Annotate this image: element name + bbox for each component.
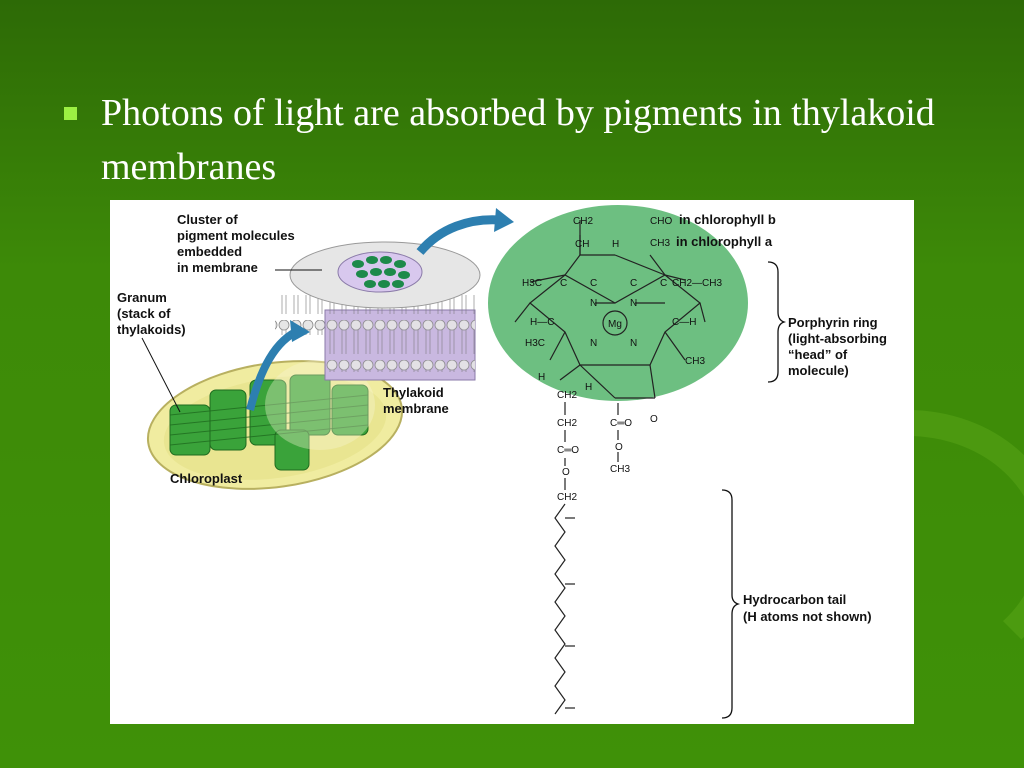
svg-text:O: O bbox=[650, 414, 658, 425]
granum-label: Granum (stack of thylakoids) bbox=[117, 290, 186, 337]
hydrocarbon-tail-bonds bbox=[554, 402, 619, 715]
svg-text:H: H bbox=[585, 382, 592, 393]
thylakoid-membrane-label: Thylakoid membrane bbox=[383, 385, 449, 416]
svg-text:O: O bbox=[615, 442, 623, 453]
chloroplast-illustration bbox=[146, 360, 404, 490]
svg-text:H3C: H3C bbox=[525, 338, 545, 349]
svg-text:CH2—CH3: CH2—CH3 bbox=[672, 278, 722, 289]
svg-text:N: N bbox=[590, 298, 597, 309]
svg-text:C—H: C—H bbox=[672, 317, 696, 328]
svg-text:CH2: CH2 bbox=[557, 390, 577, 401]
zoom-arrow-upper-head bbox=[494, 208, 514, 232]
svg-text:N: N bbox=[630, 338, 637, 349]
zoom-arrow-upper bbox=[416, 215, 501, 255]
magnesium-atom bbox=[602, 310, 628, 336]
svg-text:C═O: C═O bbox=[557, 445, 579, 456]
chlorophyll-a-label: in chlorophyll a bbox=[676, 234, 773, 249]
porphyrin-ring-bonds bbox=[514, 220, 706, 399]
svg-text:CH2: CH2 bbox=[557, 492, 577, 503]
svg-text:C: C bbox=[660, 278, 667, 289]
svg-text:H: H bbox=[538, 372, 545, 383]
zoom-arrow-lower-head bbox=[290, 320, 310, 342]
thylakoid-membrane-block bbox=[275, 241, 481, 381]
porphyrin-ring-label: Porphyrin ring (light-absorbing “head” o… bbox=[788, 315, 891, 378]
chlorophyll-diagram: Cluster of pigment molecules embedded in… bbox=[110, 200, 914, 724]
svg-text:C: C bbox=[560, 278, 567, 289]
side-chain-labels: CH2 CH2 C═O O CH2 C═O O CH3 O bbox=[557, 390, 658, 503]
svg-text:H—C: H—C bbox=[530, 317, 554, 328]
svg-text:H3C: H3C bbox=[522, 278, 542, 289]
svg-text:N: N bbox=[590, 338, 597, 349]
svg-text:C: C bbox=[630, 278, 637, 289]
tail-bracket bbox=[721, 489, 741, 719]
diagram-svg: Cluster of pigment molecules embedded in… bbox=[117, 205, 891, 719]
svg-text:CH3: CH3 bbox=[610, 464, 630, 475]
ch3-group: CH3 bbox=[650, 238, 670, 249]
svg-text:C═O: C═O bbox=[610, 418, 632, 429]
svg-text:CH2: CH2 bbox=[573, 216, 593, 227]
svg-text:CH2: CH2 bbox=[557, 418, 577, 429]
cluster-label: Cluster of pigment molecules embedded in… bbox=[177, 212, 298, 275]
svg-text:H: H bbox=[612, 239, 619, 250]
svg-text:N: N bbox=[630, 298, 637, 309]
hydrocarbon-tail-label: Hydrocarbon tail (H atoms not shown) bbox=[743, 592, 872, 624]
svg-text:CH: CH bbox=[575, 239, 589, 250]
slide-bullet-text: Photons of light are absorbed by pigment… bbox=[101, 92, 935, 188]
porphyrin-bracket bbox=[767, 261, 787, 383]
chlorophyll-b-label: in chlorophyll b bbox=[679, 212, 776, 227]
svg-text:C: C bbox=[590, 278, 597, 289]
chloroplast-label: Chloroplast bbox=[170, 471, 243, 486]
bullet-marker bbox=[64, 107, 77, 120]
svg-text:CH3: CH3 bbox=[685, 356, 705, 367]
porphyrin-head-highlight bbox=[488, 205, 748, 401]
cho-group: CHO bbox=[650, 216, 672, 227]
porphyrin-atom-labels: CH2 CH H H3C C C C C CH2—CH3 N N H—C C—H… bbox=[522, 216, 722, 393]
mg-label: Mg bbox=[608, 319, 622, 330]
svg-text:O: O bbox=[562, 467, 570, 478]
